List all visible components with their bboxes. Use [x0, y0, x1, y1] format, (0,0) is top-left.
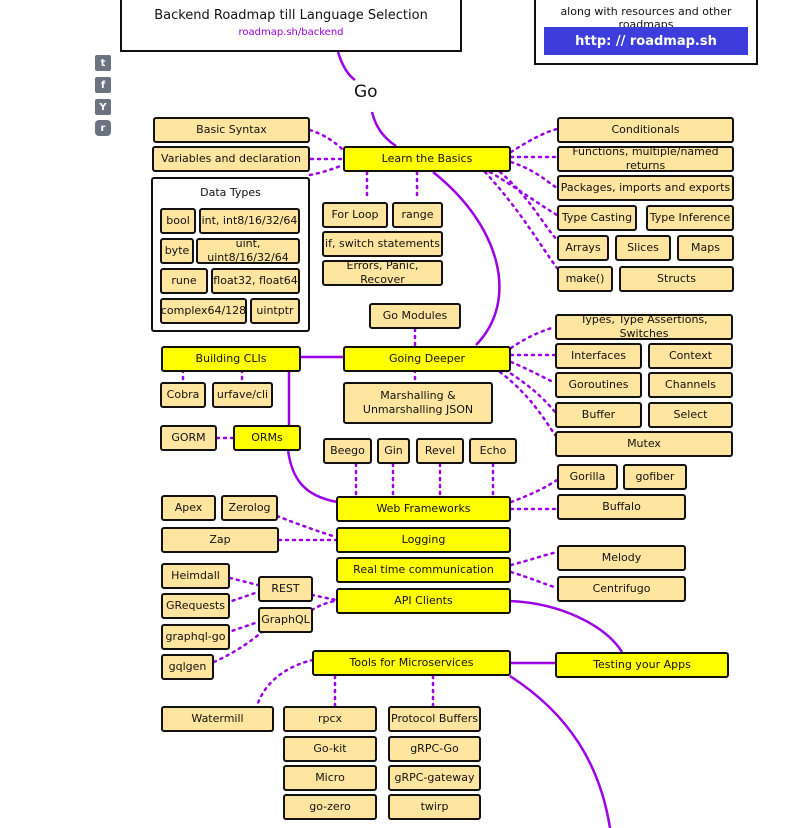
node-tools-for-microservices[interactable]: Tools for Microservices	[312, 650, 511, 676]
node-for-loop[interactable]: For Loop	[322, 202, 388, 228]
node-api-clients[interactable]: API Clients	[336, 588, 511, 614]
node-orms[interactable]: ORMs	[233, 425, 301, 451]
node-building-clis[interactable]: Building CLIs	[161, 346, 301, 372]
node-byte[interactable]: byte	[160, 238, 194, 264]
topic-label: Go	[354, 82, 378, 102]
node-gorm[interactable]: GORM	[160, 425, 217, 451]
node-variables-declaration[interactable]: Variables and declaration	[152, 146, 310, 172]
node-beego[interactable]: Beego	[323, 438, 372, 464]
node-rest[interactable]: REST	[258, 576, 313, 602]
node-learn-the-basics[interactable]: Learn the Basics	[343, 146, 511, 172]
node-testing-your-apps[interactable]: Testing your Apps	[555, 652, 729, 678]
node-protocol-buffers[interactable]: Protocol Buffers	[388, 706, 481, 732]
node-melody[interactable]: Melody	[557, 545, 686, 571]
node-grpc-go[interactable]: gRPC-Go	[388, 736, 481, 762]
node-errors-panic[interactable]: Errors, Panic, Recover	[322, 259, 443, 286]
node-if-switch[interactable]: if, switch statements	[322, 231, 443, 257]
node-basic-syntax[interactable]: Basic Syntax	[153, 117, 310, 143]
node-graphql-go[interactable]: graphql-go	[161, 624, 230, 650]
node-gqlgen[interactable]: gqlgen	[161, 654, 214, 680]
node-twirp[interactable]: twirp	[388, 794, 481, 820]
node-go-kit[interactable]: Go-kit	[283, 736, 377, 762]
node-structs[interactable]: Structs	[619, 266, 734, 292]
node-going-deeper[interactable]: Going Deeper	[343, 346, 511, 372]
node-channels[interactable]: Channels	[648, 372, 733, 398]
node-functions[interactable]: Functions, multiple/named returns	[557, 145, 734, 172]
node-uint-types[interactable]: uint, uint8/16/32/64	[196, 237, 300, 264]
node-buffalo[interactable]: Buffalo	[557, 494, 686, 520]
node-slices[interactable]: Slices	[615, 235, 671, 261]
node-centrifugo[interactable]: Centrifugo	[557, 576, 686, 602]
node-heimdall[interactable]: Heimdall	[161, 563, 230, 589]
node-mutex[interactable]: Mutex	[555, 431, 733, 457]
spine-title-to-go	[336, 51, 356, 82]
node-gofiber[interactable]: gofiber	[623, 464, 687, 490]
roadmap-title-card: Backend Roadmap till Language Selection …	[120, 0, 462, 52]
node-type-casting[interactable]: Type Casting	[557, 205, 637, 231]
node-int-types[interactable]: int, int8/16/32/64	[199, 208, 300, 234]
roadmap-backend-link[interactable]: roadmap.sh/backend	[238, 27, 344, 38]
node-logging[interactable]: Logging	[336, 527, 511, 553]
node-conditionals[interactable]: Conditionals	[557, 117, 734, 143]
node-micro[interactable]: Micro	[283, 765, 377, 791]
node-type-assertions[interactable]: Types, Type Assertions, Switches	[555, 313, 733, 340]
node-arrays[interactable]: Arrays	[557, 235, 609, 261]
node-real-time-communication[interactable]: Real time communication	[336, 557, 511, 583]
node-gin[interactable]: Gin	[377, 438, 410, 464]
node-float-types[interactable]: float32, float64	[211, 268, 300, 294]
node-urfave-cli[interactable]: urfave/cli	[212, 382, 273, 408]
node-complex-types[interactable]: complex64/128	[160, 298, 247, 324]
data-types-title: Data Types	[200, 186, 261, 199]
node-rune[interactable]: rune	[160, 268, 208, 294]
facebook-icon[interactable]: f	[95, 77, 111, 93]
reddit-icon[interactable]: r	[95, 120, 111, 136]
spine-micro-to-end	[509, 674, 612, 828]
hackernews-icon[interactable]: Y	[95, 99, 111, 115]
node-grequests[interactable]: GRequests	[161, 593, 230, 619]
node-bool[interactable]: bool	[160, 208, 196, 234]
node-watermill[interactable]: Watermill	[161, 706, 274, 732]
node-revel[interactable]: Revel	[416, 438, 464, 464]
roadmap-title: Backend Roadmap till Language Selection	[154, 8, 428, 23]
node-buffer[interactable]: Buffer	[555, 402, 642, 428]
node-graphql[interactable]: GraphQL	[258, 607, 313, 633]
spine-api-to-testing	[509, 599, 624, 653]
node-context[interactable]: Context	[648, 343, 733, 369]
node-gorilla[interactable]: Gorilla	[557, 464, 618, 490]
node-apex[interactable]: Apex	[161, 495, 216, 521]
node-maps[interactable]: Maps	[677, 235, 734, 261]
node-echo[interactable]: Echo	[469, 438, 517, 464]
spine-go-to-basics	[370, 111, 397, 148]
node-go-zero[interactable]: go-zero	[283, 794, 377, 820]
node-marshalling-json[interactable]: Marshalling & Unmarshalling JSON	[343, 382, 493, 424]
node-zerolog[interactable]: Zerolog	[221, 495, 278, 521]
roadmap-site-button[interactable]: http: // roadmap.sh	[544, 27, 748, 55]
node-rpcx[interactable]: rpcx	[283, 706, 377, 732]
node-goroutines[interactable]: Goroutines	[555, 372, 642, 398]
node-zap[interactable]: Zap	[161, 527, 279, 553]
node-select[interactable]: Select	[648, 402, 733, 428]
node-range[interactable]: range	[392, 202, 443, 228]
node-go-modules[interactable]: Go Modules	[369, 303, 461, 329]
node-uintptr[interactable]: uintptr	[250, 298, 300, 324]
node-make[interactable]: make()	[557, 266, 613, 292]
node-web-frameworks[interactable]: Web Frameworks	[336, 496, 511, 522]
node-grpc-gateway[interactable]: gRPC-gateway	[388, 765, 481, 791]
node-packages[interactable]: Packages, imports and exports	[557, 175, 734, 201]
node-type-inference[interactable]: Type Inference	[646, 205, 734, 231]
twitter-icon[interactable]: t	[95, 55, 111, 71]
promo-card: along with resources and other roadmaps …	[534, 0, 758, 65]
node-cobra[interactable]: Cobra	[160, 382, 206, 408]
node-interfaces[interactable]: Interfaces	[555, 343, 642, 369]
